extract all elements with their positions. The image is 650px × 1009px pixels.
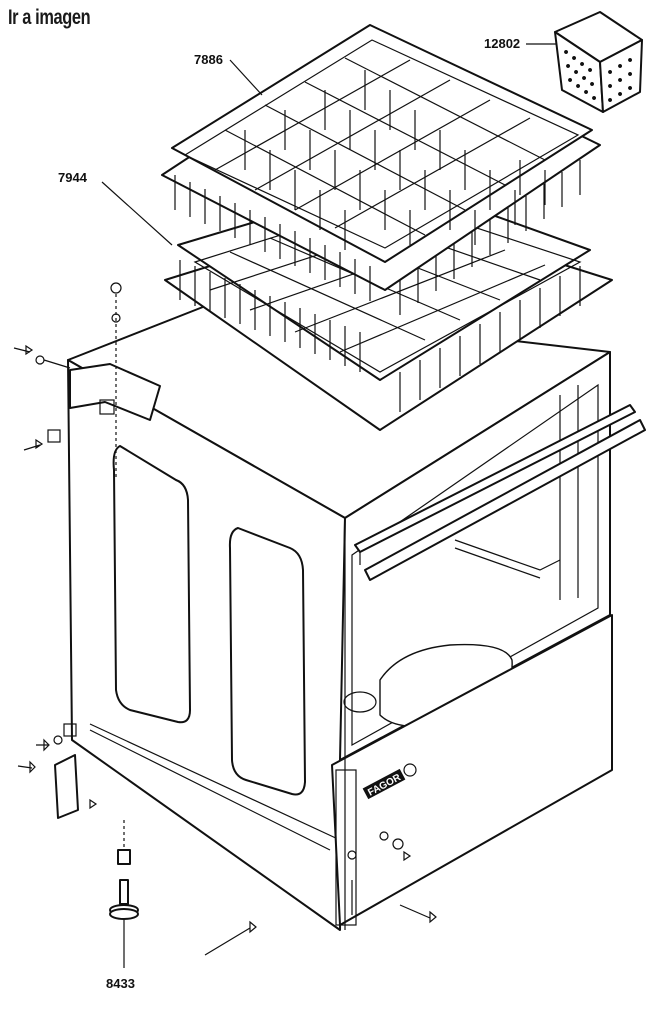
go-to-image-link[interactable]: Ir a imagen xyxy=(8,6,91,29)
leader-lines xyxy=(101,43,556,246)
fasteners xyxy=(13,282,437,956)
part-label-cutlery-basket: 12802 xyxy=(484,36,520,51)
part-label-foot: 8433 xyxy=(106,976,135,991)
adjustable-foot-8433 xyxy=(109,820,139,968)
cutlery-basket-12802 xyxy=(554,11,643,113)
part-label-rack-peg: 7886 xyxy=(194,52,223,67)
peg-rack-7886 xyxy=(161,24,601,315)
part-label-rack-flat: 7944 xyxy=(58,170,88,185)
